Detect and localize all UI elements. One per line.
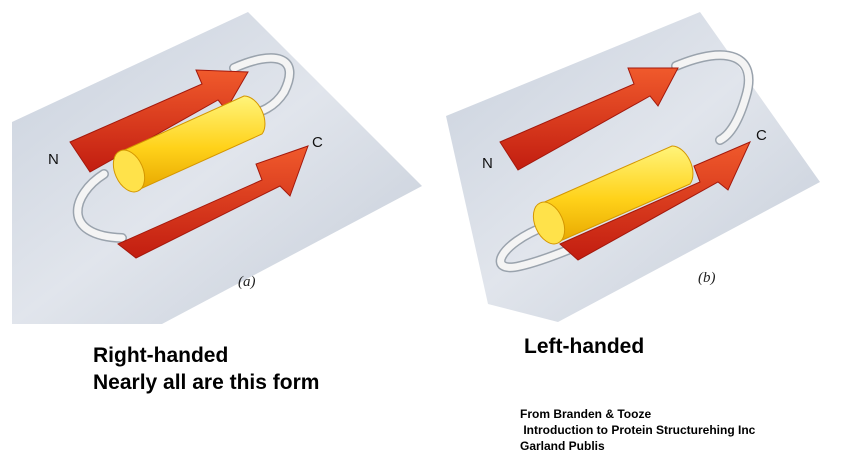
- credit-line-1: From Branden & Tooze: [520, 407, 652, 421]
- beta-strand-1-arrow: [499, 67, 679, 171]
- beta-strand-2-arrow: [117, 145, 309, 259]
- background-plate: [12, 12, 422, 324]
- beta-strand-2-arrow: [559, 141, 751, 261]
- c-terminus-label: C: [312, 134, 323, 151]
- figure-a-illustration: N C (a): [12, 12, 422, 324]
- n-terminus-label: N: [482, 155, 493, 172]
- figure-b-left-handed: N C (b): [428, 4, 820, 324]
- panel-label-b: (b): [698, 270, 716, 286]
- beta-strand-1-arrow: [69, 69, 249, 173]
- figure-b-illustration: N C (b): [446, 12, 820, 322]
- caption-left-handed: Left-handed: [524, 335, 645, 358]
- alpha-helix-cylinder: [112, 95, 266, 193]
- credit-line-2: Introduction to Protein Structurehing In…: [520, 423, 756, 437]
- alpha-helix-cylinder: [532, 145, 694, 245]
- caption-right-handed: Right-handed: [93, 344, 229, 367]
- panel-label-a: (a): [238, 274, 256, 290]
- caption-right-handed-note: Nearly all are this form: [93, 371, 320, 394]
- c-terminus-label: C: [756, 127, 767, 144]
- figure-a-right-handed: N C (a): [12, 4, 422, 324]
- credit-line-3: Garland Publis: [520, 439, 605, 453]
- n-terminus-label: N: [48, 151, 59, 168]
